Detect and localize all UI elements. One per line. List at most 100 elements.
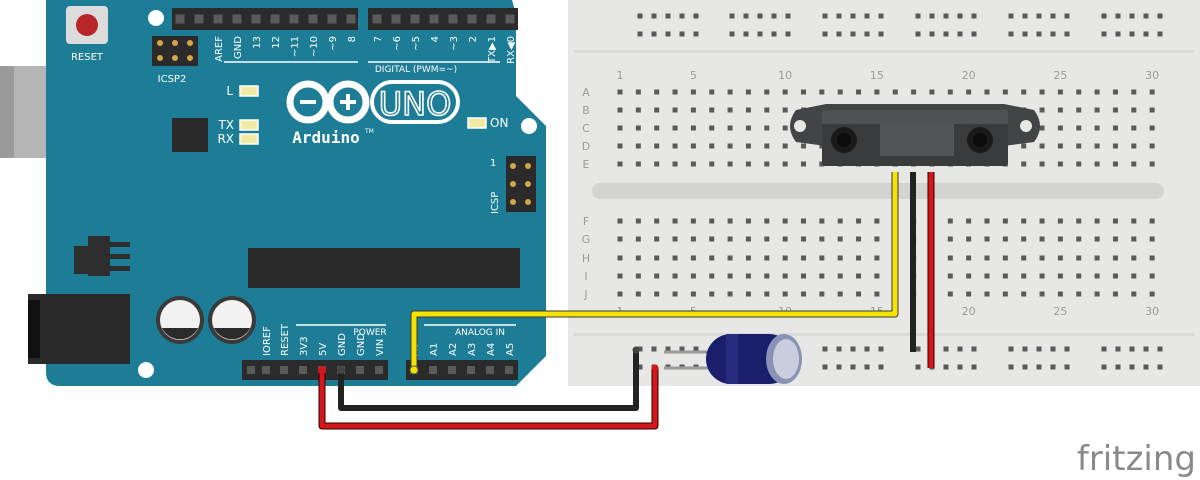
rail-hole xyxy=(836,31,842,37)
breadboard-hole xyxy=(1076,236,1082,242)
breadboard-hole xyxy=(764,291,770,297)
breadboard-hole xyxy=(745,236,751,242)
digital-pin-label: ~6 xyxy=(392,36,403,51)
rail-hole xyxy=(943,13,949,19)
rail-hole xyxy=(1050,31,1056,37)
breadboard-hole xyxy=(654,107,660,113)
breadboard-hole xyxy=(1094,143,1100,149)
row-letter: F xyxy=(583,215,589,228)
breadboard-hole xyxy=(819,89,825,95)
breadboard-hole xyxy=(727,273,733,279)
breadboard-hole xyxy=(801,161,806,167)
rail-hole xyxy=(915,13,921,19)
analog-pin-label: A1 xyxy=(429,343,440,356)
breadboard-hole xyxy=(1131,291,1137,297)
led-tx-label: TX xyxy=(217,118,234,132)
breadboard-hole xyxy=(947,236,953,242)
breadboard-hole xyxy=(709,218,715,224)
header-pin-hole xyxy=(448,14,458,24)
digital-pin-label: ~11 xyxy=(290,36,301,57)
breadboard-hole xyxy=(1149,125,1155,131)
breadboard-hole xyxy=(635,218,641,224)
header-pin-hole xyxy=(486,14,496,24)
capacitor-stripe xyxy=(726,334,738,384)
breadboard-hole xyxy=(782,236,788,242)
rail-hole xyxy=(729,13,735,19)
breadboard-hole xyxy=(966,273,972,279)
rail-hole xyxy=(850,13,856,19)
rail-hole xyxy=(1064,13,1070,19)
breadboard-hole xyxy=(690,89,696,95)
breadboard-hole xyxy=(617,161,623,167)
header-pin-hole xyxy=(262,366,270,374)
power-wire xyxy=(319,368,658,429)
breadboard-hole xyxy=(1002,255,1008,261)
breadboard-hole xyxy=(635,273,641,279)
rail-hole xyxy=(1022,346,1028,352)
breadboard-hole xyxy=(1131,236,1137,242)
rail-hole xyxy=(693,346,699,352)
breadboard-hole xyxy=(690,273,696,279)
rail-hole xyxy=(1157,346,1163,352)
breadboard-hole xyxy=(1094,236,1100,242)
header-pin-hole xyxy=(429,366,437,374)
breadboard-hole xyxy=(745,218,751,224)
digital-pin-label: 7 xyxy=(373,36,384,42)
rail-hole xyxy=(878,13,884,19)
breadboard-hole xyxy=(782,143,788,149)
breadboard-hole xyxy=(635,89,641,95)
breadboard-hole xyxy=(984,236,990,242)
rail-hole xyxy=(637,31,643,37)
breadboard-hole xyxy=(984,291,990,297)
rail-hole xyxy=(1129,364,1135,370)
rail-hole xyxy=(929,13,935,19)
rail-hole xyxy=(836,13,842,19)
rail-hole xyxy=(1036,31,1042,37)
breadboard-hole xyxy=(617,125,623,131)
breadboard-hole xyxy=(1021,143,1027,149)
breadboard-hole xyxy=(654,143,660,149)
breadboard-hole xyxy=(709,161,715,167)
breadboard-hole xyxy=(856,291,862,297)
header-pin-hole xyxy=(194,14,204,24)
digital-pin-label: AREF xyxy=(214,36,225,62)
rail-hole xyxy=(1115,31,1121,37)
power-pin-label: 5V xyxy=(318,343,329,356)
rail-hole xyxy=(1036,346,1042,352)
digital-label: DIGITAL (PWM=~) xyxy=(375,65,457,75)
breadboard-hole xyxy=(635,143,641,149)
breadboard-hole xyxy=(801,218,806,224)
breadboard-hole xyxy=(1057,273,1063,279)
power-pin-label: IOREF xyxy=(262,326,273,356)
breadboard-hole xyxy=(947,255,953,261)
usb-connector-shade xyxy=(0,66,14,158)
rail-hole xyxy=(971,346,977,352)
breadboard-hole xyxy=(690,255,696,261)
breadboard-hole xyxy=(709,143,715,149)
breadboard-hole xyxy=(1112,218,1118,224)
rail-hole xyxy=(971,31,977,37)
rail-hole xyxy=(864,364,870,370)
rail-hole xyxy=(1115,364,1121,370)
breadboard-hole xyxy=(1057,255,1063,261)
breadboard-hole xyxy=(727,125,733,131)
breadboard-hole xyxy=(1039,255,1045,261)
breadboard-hole xyxy=(856,218,862,224)
rail-hole xyxy=(864,13,870,19)
rail-hole xyxy=(1101,346,1107,352)
rail-hole xyxy=(651,346,657,352)
rail-hole xyxy=(929,31,935,37)
breadboard-hole xyxy=(690,143,696,149)
breadboard-hole xyxy=(672,236,678,242)
rail-hole xyxy=(850,346,856,352)
rail-hole xyxy=(1064,31,1070,37)
rail-hole xyxy=(1143,31,1149,37)
breadboard-hole xyxy=(1076,89,1082,95)
power-header xyxy=(242,360,388,380)
analog-pin-label: A2 xyxy=(448,343,459,356)
breadboard-hole xyxy=(1131,161,1137,167)
breadboard-hole xyxy=(892,89,898,95)
analog-pin-label: A5 xyxy=(505,343,516,356)
breadboard-hole xyxy=(690,236,696,242)
